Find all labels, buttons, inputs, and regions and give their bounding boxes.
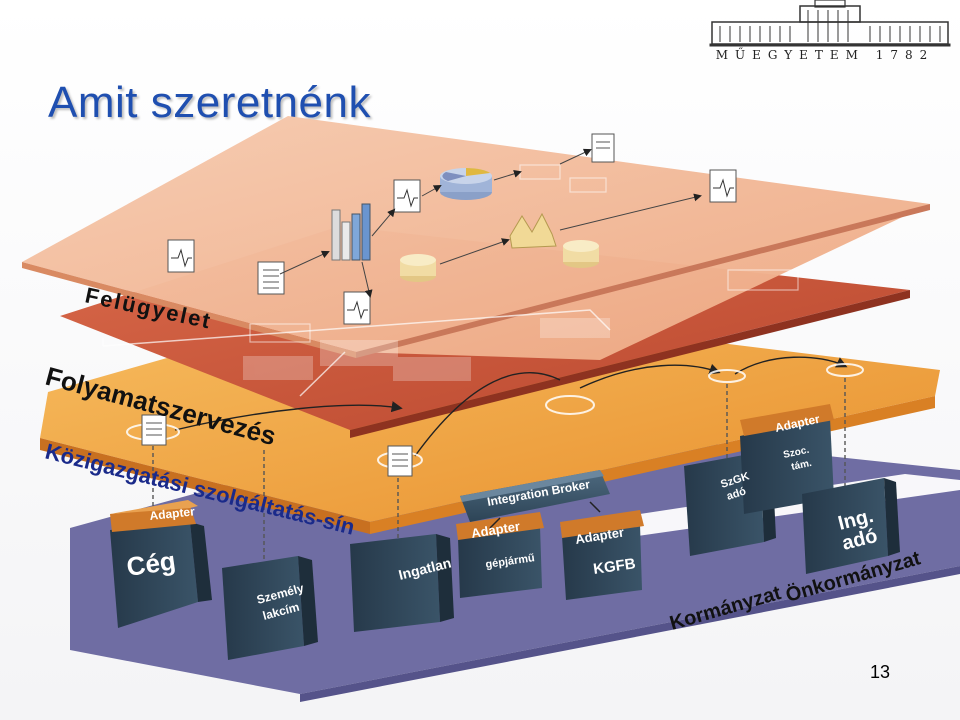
- slide-title: Amit szeretnénk: [48, 78, 371, 127]
- adapter-szoc: [740, 404, 834, 436]
- box-szemely: [222, 556, 318, 660]
- top-layer-grid: [249, 164, 799, 343]
- pulse-chart-icon: [167, 239, 195, 273]
- felugyelet-layer: [22, 116, 930, 360]
- box-szoc: [740, 418, 834, 514]
- adapter-ceg: [110, 500, 198, 532]
- box-label-kgfb: KGFB: [592, 555, 637, 578]
- pulse-chart-icon: [343, 291, 371, 325]
- document-icon: [141, 414, 167, 446]
- box-ingado: [802, 478, 900, 574]
- box-label-ceg: Cég: [125, 545, 178, 582]
- box-label-tam: tám.: [790, 458, 813, 473]
- bar-chart-icon: [331, 203, 371, 261]
- adapter-label: Adapter: [149, 504, 196, 523]
- document-icon: [591, 133, 615, 163]
- document-icon: [387, 445, 413, 477]
- pulse-chart-icon: [709, 169, 737, 203]
- box-kgfb: [562, 524, 642, 600]
- box-label-szoc: Szoc.: [782, 445, 810, 461]
- box-ceg: [110, 522, 212, 628]
- box-gepjarmu: [458, 526, 542, 598]
- crown-chart-icon: [509, 212, 557, 249]
- database-icon: [563, 240, 599, 268]
- document-icon: [257, 261, 285, 295]
- adapter-gepjarmu: [456, 512, 544, 540]
- logo-text: MŰEGYETEM 1782: [715, 48, 935, 62]
- process-flow-arrows: [174, 356, 848, 457]
- dashed-connectors: [152, 378, 846, 566]
- pie-database-icon: [440, 168, 492, 200]
- integration-broker: [460, 470, 610, 529]
- database-icon: [400, 254, 436, 282]
- university-building-logo: [709, 0, 951, 47]
- mid-layer-grid: [243, 318, 610, 381]
- pulse-chart-icon: [393, 179, 421, 213]
- adapter-kgfb: [560, 510, 644, 538]
- box-label-szgk-ado: adó: [725, 485, 748, 503]
- flow-arrows-top: [279, 148, 702, 298]
- box-ingatlan: [350, 534, 454, 632]
- page-number: 13: [870, 662, 891, 682]
